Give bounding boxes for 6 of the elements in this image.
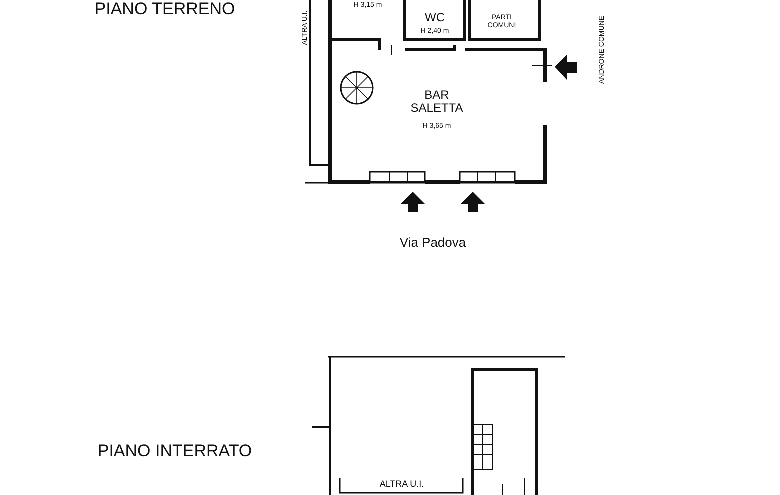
room-label: WC (425, 11, 445, 25)
street-name: Via Padova (400, 236, 466, 250)
floor-title: PIANO TERRENO (94, 0, 236, 20)
floor-title: PIANO INTERRATO (98, 442, 252, 462)
unit-label: ALTRA U.I. (380, 480, 424, 490)
room-label: BAR SALETTA (410, 88, 464, 116)
